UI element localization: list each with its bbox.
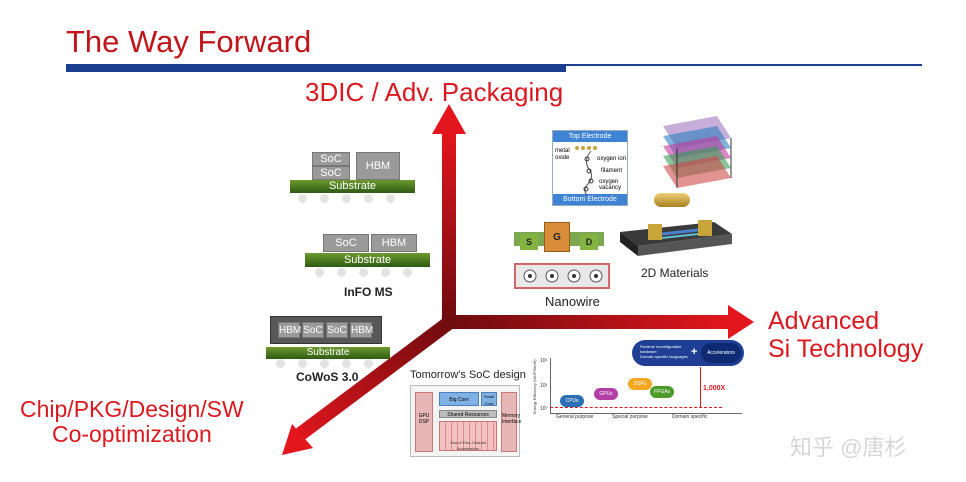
axis-label-si-technology: Advanced Si Technology	[768, 307, 924, 363]
bubble-dsps: DSPs	[628, 378, 652, 390]
ytick-low: 10⁰	[540, 406, 548, 412]
memory-stack-image	[663, 116, 732, 188]
nanowire-cross-section	[514, 263, 610, 289]
caption-info-ms: InFO MS	[344, 285, 393, 299]
title-rule	[66, 64, 566, 72]
page-title: The Way Forward	[66, 24, 312, 59]
axis-label-packaging: 3DIC / Adv. Packaging	[305, 77, 564, 107]
ytick-high: 10⁶	[540, 358, 548, 364]
bubble-gpus: GPUs	[594, 388, 618, 400]
diagonal-arrow	[282, 316, 455, 455]
package-stacked-soc: SoC SoC HBM Substrate	[290, 150, 415, 210]
caption-nanowire: Nanowire	[545, 294, 600, 309]
2d-materials-image	[620, 220, 732, 256]
watermark: 知乎 @唐杉	[790, 435, 907, 460]
package-info-ms: SoC HBM Substrate	[305, 232, 430, 282]
package-cowos: HBM SoC SoC HBM Substrate	[266, 316, 390, 368]
xcat-domain: Domain specific	[672, 414, 708, 420]
accelerators-callout: Runtime reconfigurable hardware Domain s…	[632, 340, 744, 366]
gain-label: 1,000X	[703, 385, 726, 392]
caption-soc-design: Tomorrow's SoC design	[410, 369, 526, 381]
rram-cell: Top Electrode Bottom Electrode metal oxi…	[552, 130, 628, 206]
nanowire-transistor: S G D	[514, 220, 604, 256]
up-arrow	[432, 104, 466, 326]
bubble-cpus: CPUs	[560, 395, 584, 407]
nanosheet-image	[654, 193, 690, 207]
caption-cowos: CoWoS 3.0	[296, 370, 359, 384]
soc-floorplan: GPU DSP Big Core Small Core Shared Resou…	[410, 385, 521, 457]
efficiency-chart: Energy Efficiency (MOPS/mW) 10⁶ 10³ 10⁰ …	[532, 340, 744, 424]
xcat-special: Special purpose	[612, 414, 648, 420]
ytick-mid: 10³	[540, 383, 548, 389]
title-rule-thin	[566, 64, 922, 66]
right-arrow	[442, 305, 754, 339]
chart-ylabel: Energy Efficiency (MOPS/mW)	[532, 359, 537, 414]
xcat-general: General purpose	[556, 414, 594, 420]
caption-2d-materials: 2D Materials	[641, 266, 709, 280]
axis-label-co-optimization: Chip/PKG/Design/SW Co-optimization	[20, 396, 244, 448]
bubble-fpgas: FPGAs	[650, 386, 674, 398]
